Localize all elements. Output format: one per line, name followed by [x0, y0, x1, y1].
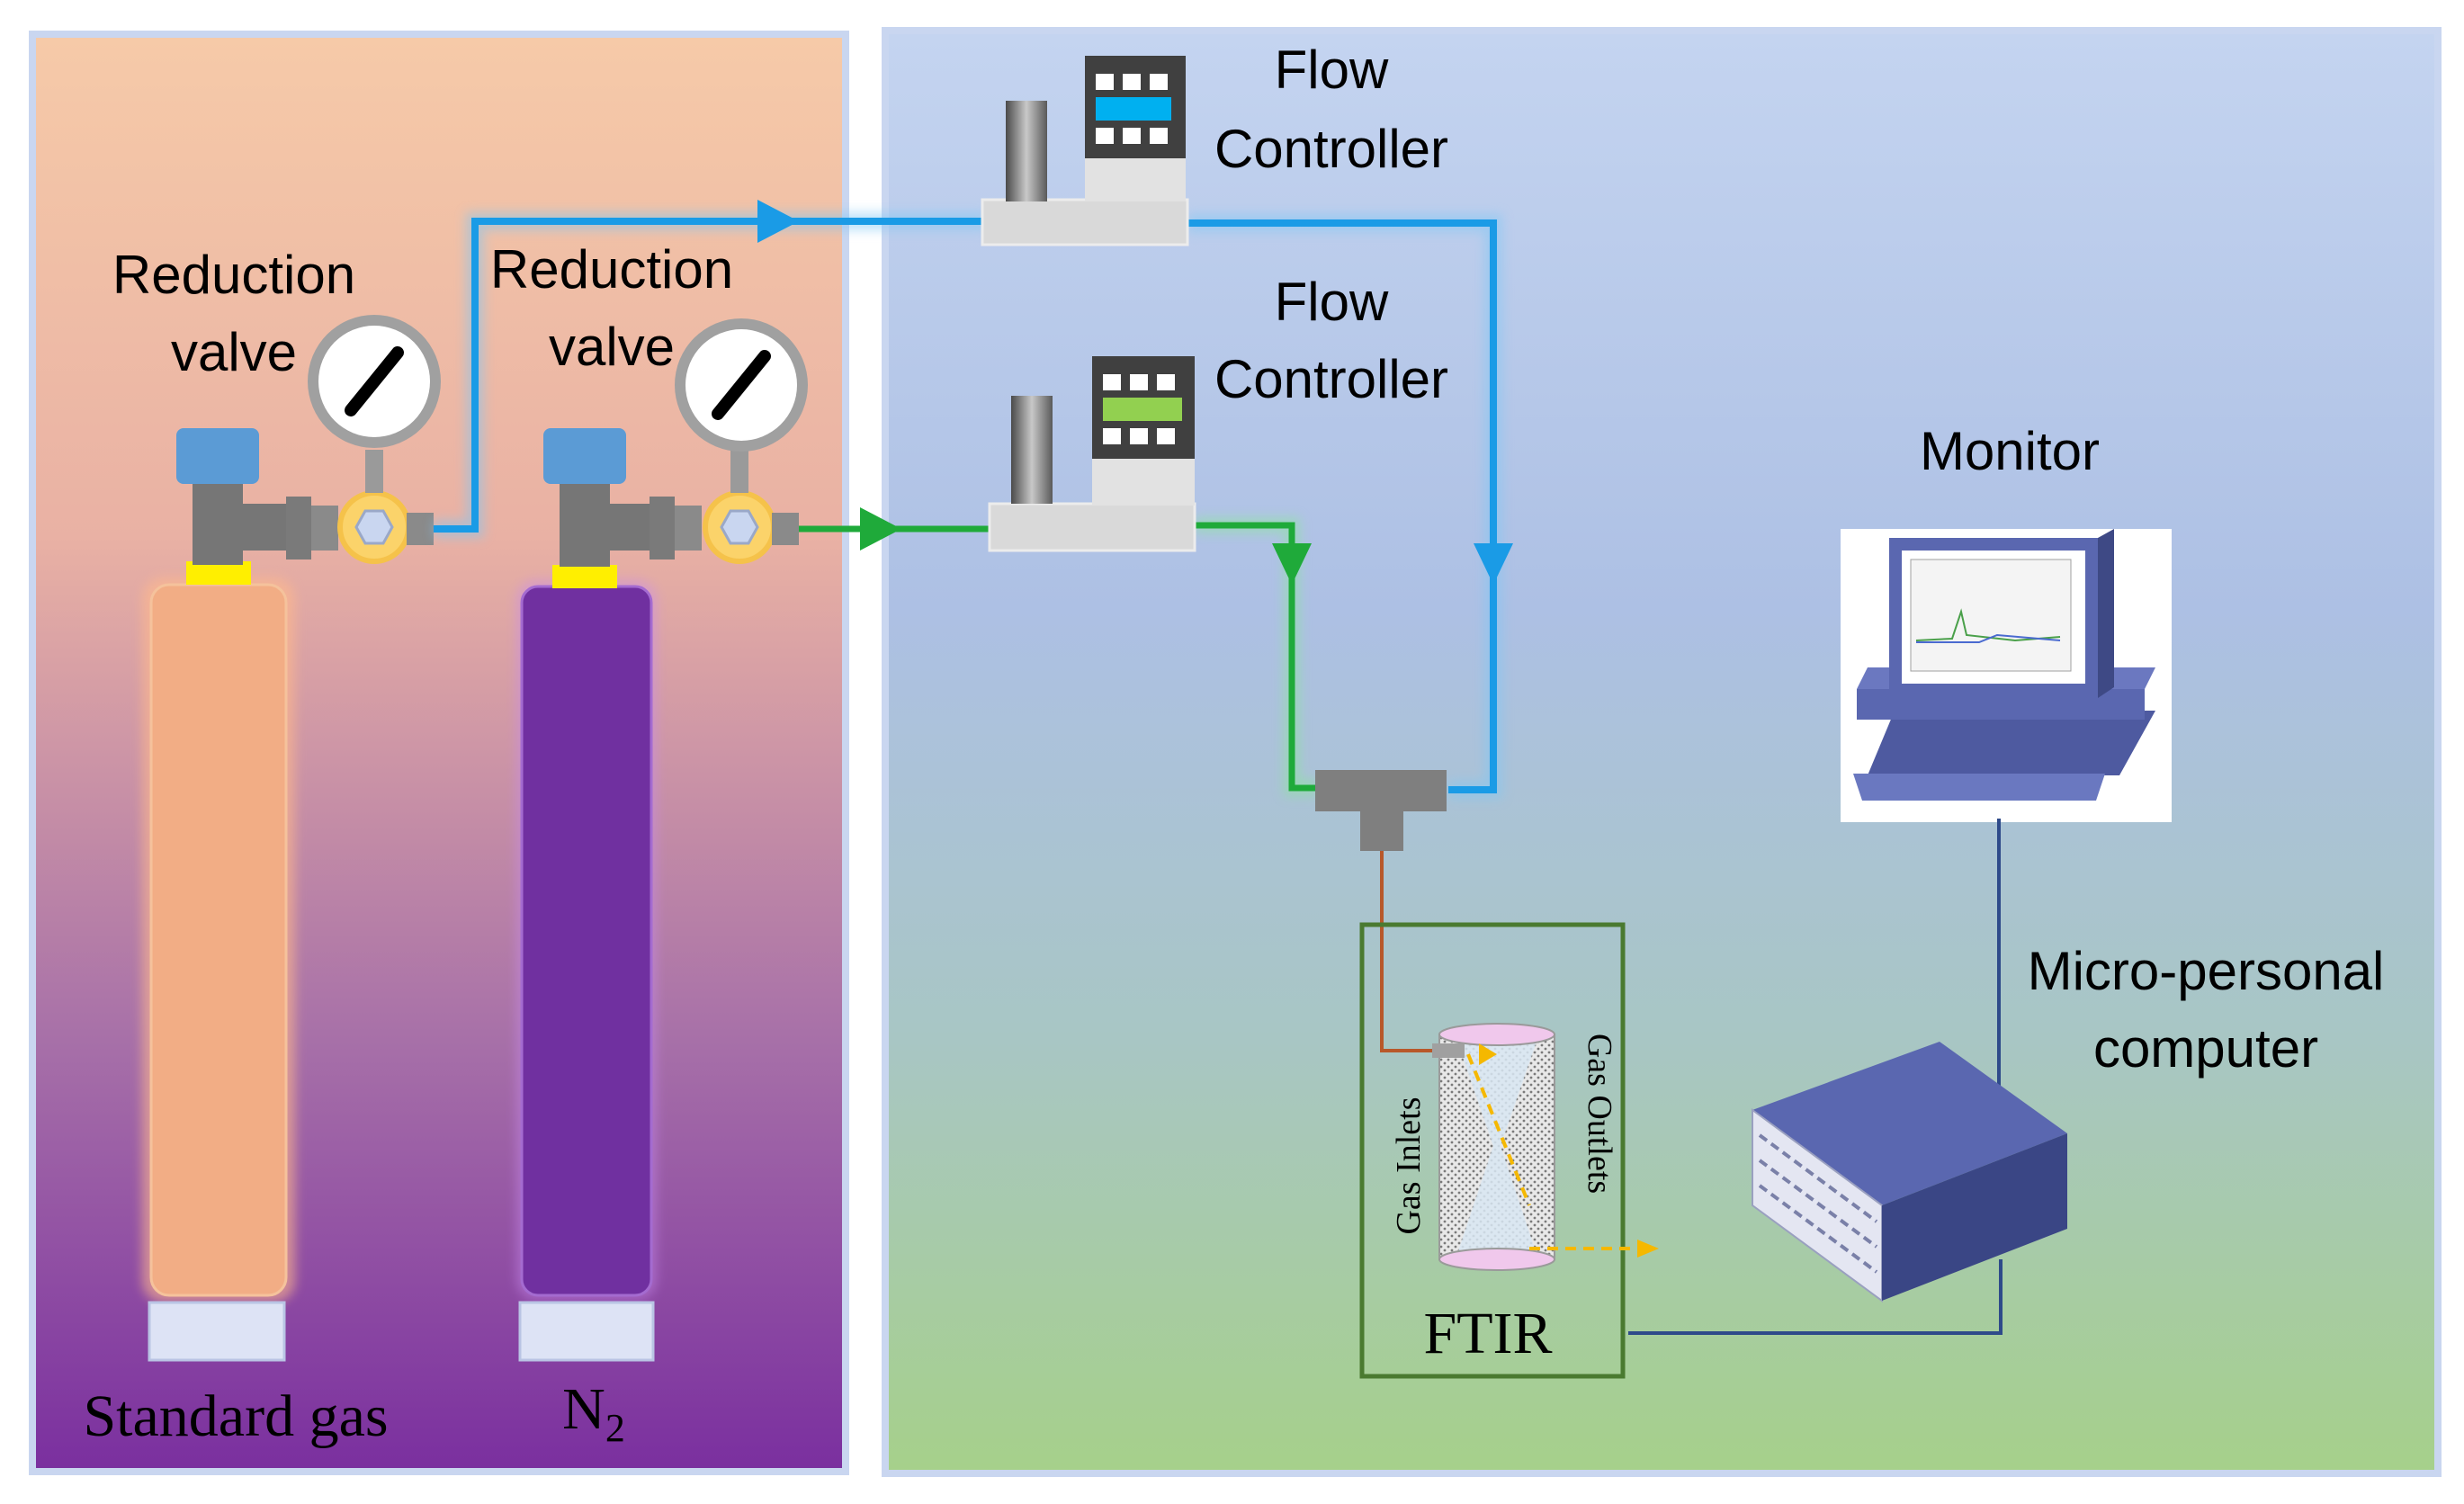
blue-flow-arrow-right-icon	[757, 200, 799, 243]
flow-controller-2-label-line1: Flow	[1275, 272, 1389, 332]
monitor-icon	[1841, 529, 2172, 822]
reduction-valve-1-label-line2: valve	[171, 322, 297, 382]
reduction-valve-1-label-line1: Reduction	[112, 245, 355, 305]
blue-gas-line	[434, 212, 1502, 799]
flow-controller-2-label-line2: Controller	[1214, 349, 1448, 409]
t-junction	[1315, 770, 1447, 851]
n2-label-subscript: 2	[605, 1406, 625, 1450]
valve-assembly-2	[543, 428, 799, 567]
green-flow-arrow-down-icon	[1272, 543, 1312, 585]
monitor-label: Monitor	[1920, 421, 2100, 481]
green-flow-arrow-right-icon	[860, 507, 901, 551]
blue-flow-arrow-down-icon	[1474, 543, 1513, 585]
standard-gas-cylinder	[142, 561, 295, 1362]
flow-controller-1-label-line1: Flow	[1275, 40, 1389, 100]
standard-gas-label: Standard gas	[83, 1383, 388, 1449]
pressure-gauge-2-icon	[675, 318, 808, 452]
ftir-data-cable	[1628, 1259, 2003, 1335]
pressure-gauge-1-icon	[308, 315, 441, 448]
ftir-box	[1359, 922, 1626, 1379]
reduction-valve-2-label-line2: valve	[549, 317, 675, 377]
gas-cell-icon	[1432, 1023, 1659, 1271]
flow-controller-2	[988, 356, 1196, 552]
valve-assembly-1	[176, 428, 434, 565]
gas-outlets-label: Gas Outlets	[1581, 1034, 1618, 1194]
ftir-label: FTIR	[1423, 1301, 1552, 1366]
n2-label: N2	[562, 1376, 625, 1450]
flow-controller-1	[981, 56, 1189, 246]
micro-pc-label-line1: Micro-personal	[2028, 941, 2385, 1001]
flow-controller-1-label-line2: Controller	[1214, 119, 1448, 179]
gas-inlets-label: Gas Inlets	[1390, 1097, 1428, 1234]
micro-pc-icon	[1752, 1042, 2067, 1303]
n2-cylinder	[516, 565, 657, 1362]
n2-label-base: N	[562, 1376, 605, 1442]
mixed-gas-line	[1380, 851, 1439, 1052]
micro-pc-label-line2: computer	[2093, 1018, 2318, 1079]
reduction-valve-2-label-line1: Reduction	[490, 239, 733, 300]
measurement-panel	[882, 27, 2442, 1477]
